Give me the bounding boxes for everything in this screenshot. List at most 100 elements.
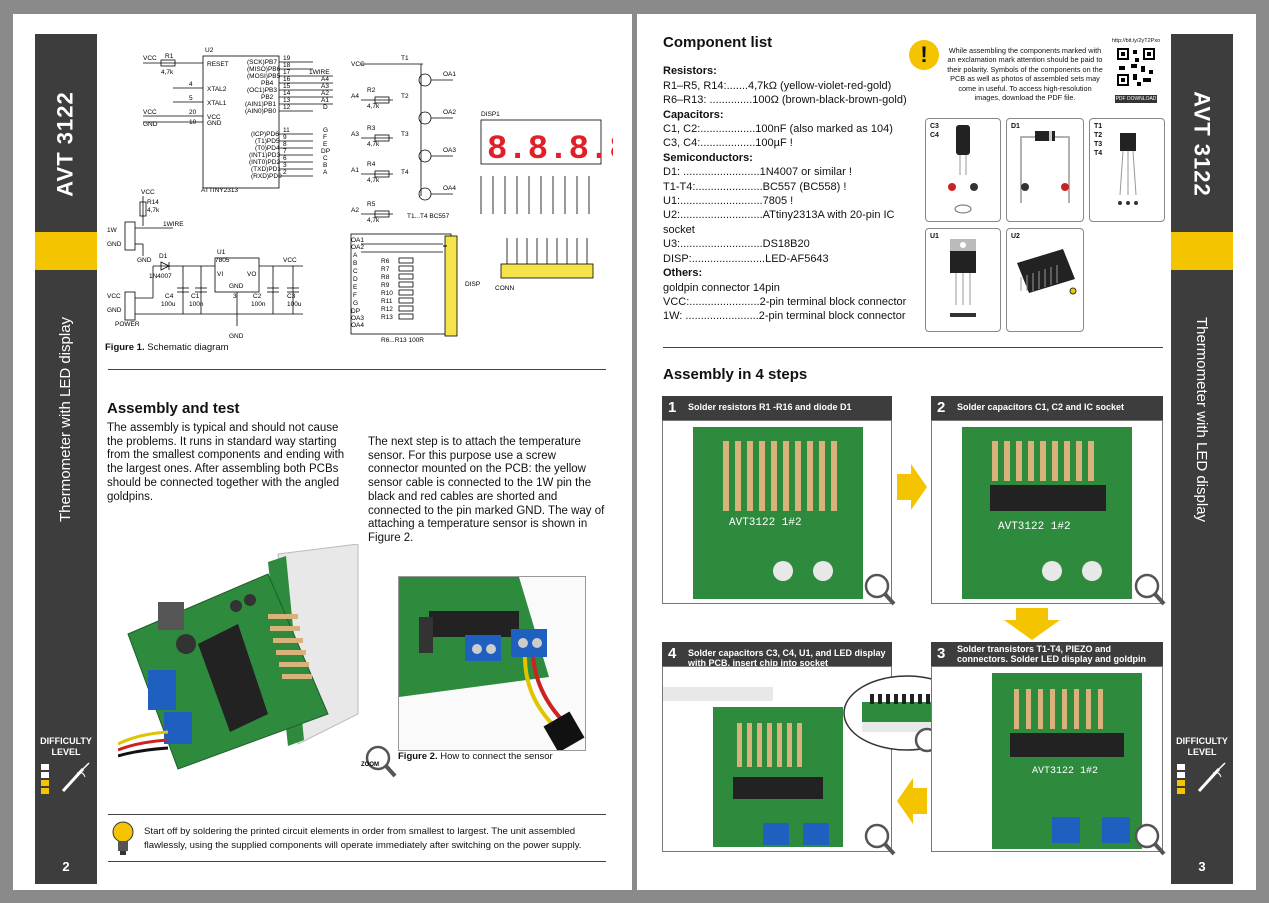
svg-text:VCC: VCC xyxy=(143,55,157,62)
component-item: U3:...........................DS18B20 xyxy=(663,238,810,251)
svg-text:A: A xyxy=(323,169,328,176)
component-category: Capacitors: xyxy=(663,108,724,121)
svg-text:3: 3 xyxy=(233,293,237,300)
zoom-icon[interactable] xyxy=(1129,820,1167,858)
qr-url[interactable]: http://bit.ly/2yT2Pxo xyxy=(1111,38,1161,44)
page-number: 3 xyxy=(1198,859,1206,874)
svg-text:C2: C2 xyxy=(253,293,262,300)
right-sidebar: AVT 3122 Thermometer with LED display DI… xyxy=(1171,34,1233,884)
svg-text:4,7k: 4,7k xyxy=(161,69,174,76)
pdf-download-button[interactable]: PDF DOWNLOAD xyxy=(1115,95,1157,103)
component-item: R6–R13: ..............100Ω (brown-black-… xyxy=(663,94,907,107)
svg-text:A1: A1 xyxy=(351,167,359,174)
svg-text:R9: R9 xyxy=(381,282,390,289)
svg-text:4,7k: 4,7k xyxy=(147,207,160,214)
left-page: AVT 3122 Thermometer with LED display DI… xyxy=(13,14,632,890)
svg-text:VCC: VCC xyxy=(283,257,297,264)
svg-text:R1: R1 xyxy=(165,53,174,60)
svg-text:9: 9 xyxy=(283,134,287,141)
component-card-capacitor: C3 C4 xyxy=(925,118,1001,222)
sidebar-subtitle: Thermometer with LED display xyxy=(1193,316,1211,522)
svg-text:(T0)PD4: (T0)PD4 xyxy=(255,145,280,152)
svg-text:R12: R12 xyxy=(381,306,393,313)
svg-text:OA3: OA3 xyxy=(443,147,456,154)
svg-text:G: G xyxy=(323,127,328,134)
svg-text:(MISO)PB6: (MISO)PB6 xyxy=(247,66,281,73)
svg-text:XTAL2: XTAL2 xyxy=(207,86,227,93)
svg-text:20: 20 xyxy=(189,109,197,116)
svg-text:C: C xyxy=(323,155,328,162)
zoom-icon[interactable]: ZOOM xyxy=(360,742,398,780)
svg-text:CONN: CONN xyxy=(495,285,514,292)
tip-text: Start off by soldering the printed circu… xyxy=(144,826,582,851)
step-2-photo: AVT3122 1#2 xyxy=(931,420,1163,604)
svg-text:DP: DP xyxy=(321,148,330,155)
svg-text:XTAL1: XTAL1 xyxy=(207,100,227,107)
arrow-down-icon xyxy=(1004,608,1060,640)
soldering-iron-icon xyxy=(61,762,90,793)
qr-code-icon xyxy=(1115,46,1157,88)
svg-text:(AIN1)PB1: (AIN1)PB1 xyxy=(245,101,276,108)
component-list-title: Component list xyxy=(663,34,773,51)
zoom-icon[interactable] xyxy=(859,570,897,608)
zoom-icon[interactable] xyxy=(1129,570,1167,608)
svg-text:F: F xyxy=(323,134,327,141)
component-item: U1:...........................7805 ! xyxy=(663,195,794,208)
difficulty-label: DIFFICULTY LEVEL xyxy=(1176,736,1228,757)
svg-text:(INT1)PD3: (INT1)PD3 xyxy=(249,152,280,159)
assembled-pcb-photo xyxy=(118,544,359,770)
svg-text:VCC: VCC xyxy=(351,61,365,68)
svg-text:100n: 100n xyxy=(251,301,266,308)
svg-text:16: 16 xyxy=(283,76,291,83)
zoom-icon[interactable] xyxy=(859,820,897,858)
svg-text:1W: 1W xyxy=(107,227,118,234)
svg-text:T3: T3 xyxy=(401,131,409,138)
svg-text:GND: GND xyxy=(207,120,222,127)
component-item: T1-T4:......................BC557 (BC558… xyxy=(663,180,847,193)
svg-text:4,7k: 4,7k xyxy=(367,141,380,148)
svg-text:OA3: OA3 xyxy=(351,315,364,322)
polarity-warning: ! While assembling the components marked… xyxy=(909,38,1163,110)
svg-text:B: B xyxy=(353,260,357,267)
svg-text:19: 19 xyxy=(283,55,291,62)
component-category: Resistors: xyxy=(663,65,717,78)
svg-text:8.8.8.8: 8.8.8.8 xyxy=(487,131,613,169)
lightbulb-icon xyxy=(112,821,134,855)
svg-text:4,7k: 4,7k xyxy=(367,217,380,224)
svg-text:6: 6 xyxy=(283,155,287,162)
svg-text:100n: 100n xyxy=(189,301,204,308)
step-3-photo: AVT3122 1#2 xyxy=(931,666,1163,852)
svg-text:DP: DP xyxy=(351,308,360,315)
svg-text:VCC: VCC xyxy=(141,189,155,196)
svg-text:C1: C1 xyxy=(191,293,200,300)
component-category: Others: xyxy=(663,267,703,280)
svg-text:R7: R7 xyxy=(381,266,390,273)
svg-text:C4: C4 xyxy=(165,293,174,300)
svg-text:(MOSI)PB5: (MOSI)PB5 xyxy=(247,73,281,80)
arrow-right-icon xyxy=(897,464,927,510)
svg-text:PB4: PB4 xyxy=(261,80,274,87)
paragraph-1: The assembly is typical and should not c… xyxy=(107,422,345,503)
svg-text:(TXD)PD1: (TXD)PD1 xyxy=(251,166,281,173)
steps-title: Assembly in 4 steps xyxy=(663,366,808,383)
component-item: goldpin connector 14pin xyxy=(663,281,780,294)
svg-text:U1: U1 xyxy=(217,249,226,256)
svg-text:OA2: OA2 xyxy=(351,244,364,251)
qr-code[interactable]: http://bit.ly/2yT2Pxo PDF DOWNLOAD xyxy=(1109,38,1163,104)
svg-text:8: 8 xyxy=(283,141,287,148)
svg-text:100u: 100u xyxy=(161,301,176,308)
component-item: VCC:.......................2-pin termina… xyxy=(663,295,907,308)
svg-text:17: 17 xyxy=(283,69,291,76)
soldering-iron-icon xyxy=(1197,762,1226,793)
svg-text:5: 5 xyxy=(189,95,193,102)
svg-text:(INT0)PD2: (INT0)PD2 xyxy=(249,159,280,166)
svg-text:R8: R8 xyxy=(381,274,390,281)
component-card-regulator: U1 xyxy=(925,228,1001,332)
component-card-ic: U2 xyxy=(1006,228,1084,332)
svg-text:VO: VO xyxy=(247,271,256,278)
figure2-photo xyxy=(398,576,586,751)
svg-text:1N4007: 1N4007 xyxy=(149,273,172,280)
